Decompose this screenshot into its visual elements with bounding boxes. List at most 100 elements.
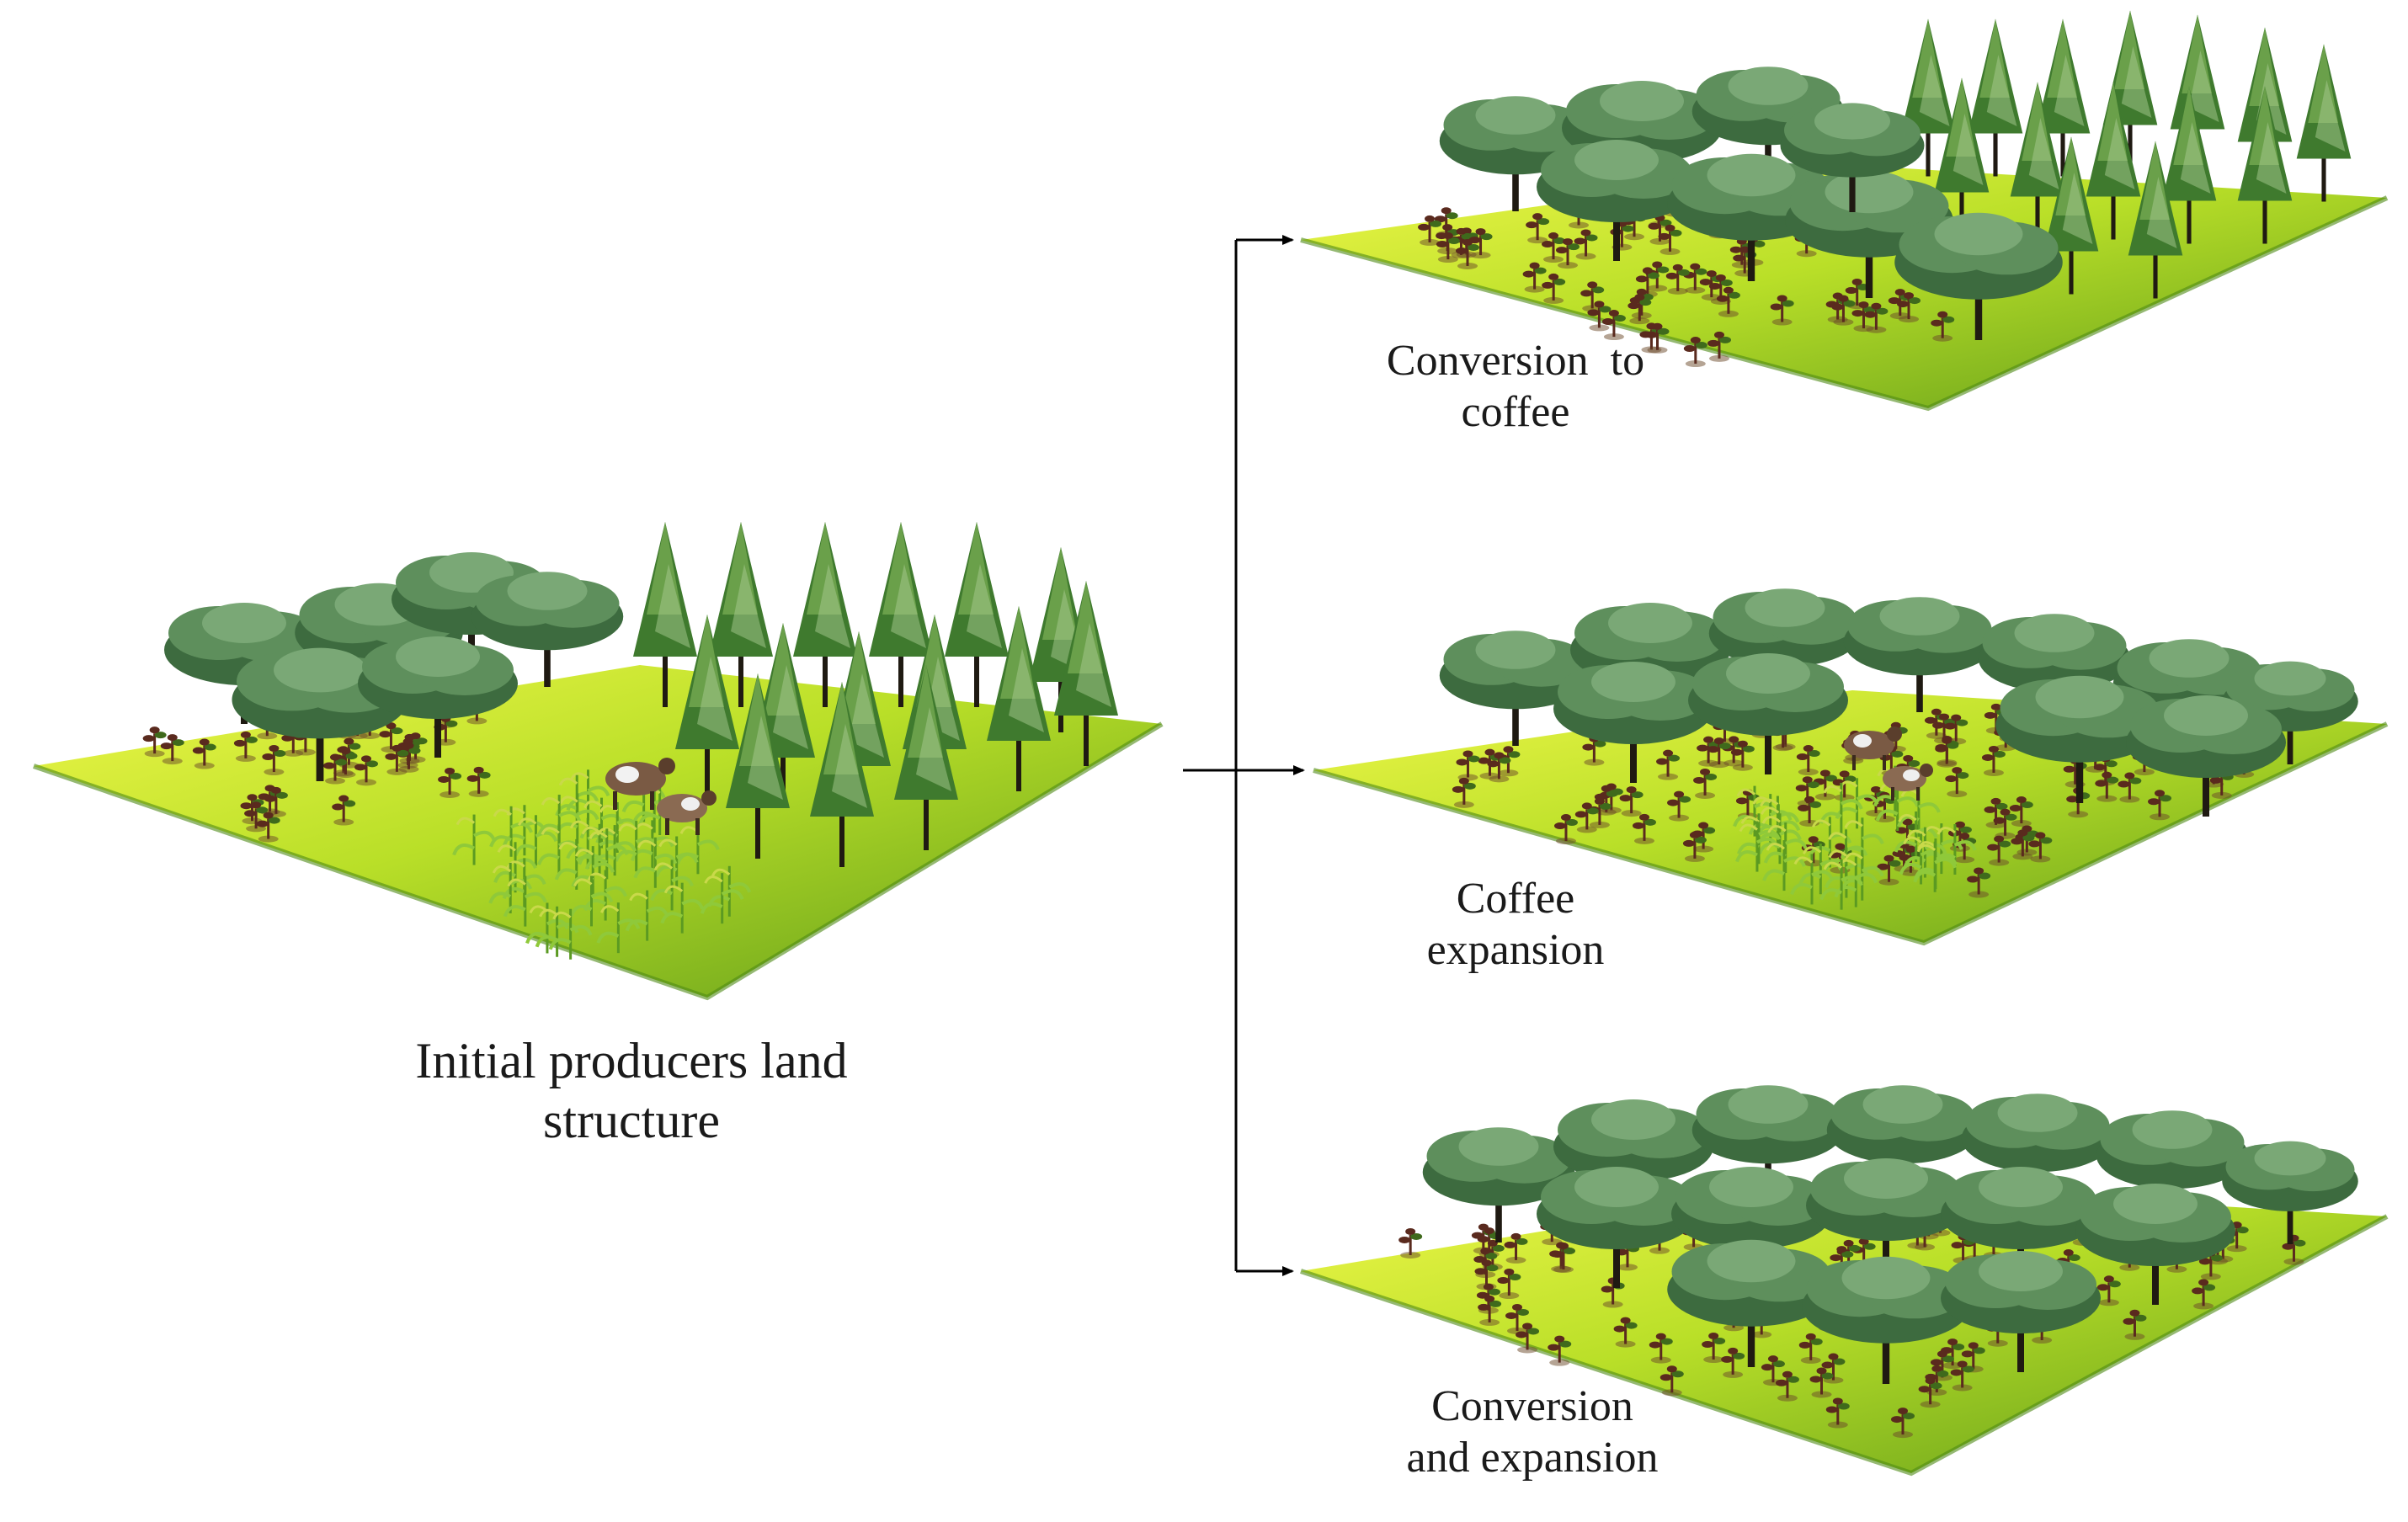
coffee-shrub-icon — [1890, 1408, 1915, 1439]
conversion-land-plot — [1300, 10, 2389, 412]
coffee-shrub-icon — [1574, 229, 1598, 260]
shade-tree-icon — [2222, 661, 2358, 764]
coffee-shrub-icon — [1930, 1350, 1954, 1381]
conifer-tree-icon — [709, 522, 773, 707]
conversion-conifer-forest — [1900, 10, 2352, 299]
coffee-shrub-icon — [1580, 281, 1605, 312]
shade-tree-icon — [2075, 1184, 2235, 1305]
maize-plant-icon — [1763, 822, 1808, 874]
conversion-caption: Conversion to coffee — [1313, 335, 1718, 439]
shade-tree-icon — [2222, 1141, 2358, 1244]
conversion-caption-line-1: Conversion to — [1386, 337, 1645, 385]
coffee-shrub-icon — [1455, 238, 1479, 269]
coffee-shrub-icon — [1656, 749, 1681, 780]
conifer-tree-icon — [633, 522, 697, 707]
coffee-shrub-icon — [1667, 790, 1691, 822]
maize-plant-icon — [1913, 841, 1958, 892]
coffee-shrub-icon — [1813, 769, 1837, 801]
initial-caption-line-2: structure — [543, 1092, 720, 1148]
coffee-shrub-icon — [256, 812, 280, 843]
shade-tree-icon — [1780, 103, 1925, 212]
coffee-shrub-icon — [1721, 1347, 1745, 1378]
maize-plant-icon — [1735, 821, 1779, 872]
coffee-shrub-icon — [2123, 1309, 2147, 1340]
shade-tree-icon — [1422, 1127, 1575, 1243]
coffee-shrub-icon — [1931, 311, 1955, 342]
shade-tree-icon — [358, 636, 518, 758]
coffee-shrub-icon — [323, 753, 348, 785]
initial-grass-edge — [33, 721, 1164, 1001]
maize-plant-icon — [488, 862, 533, 913]
initial-maize-field — [452, 769, 752, 960]
maize-plant-icon — [650, 859, 694, 911]
conifer-tree-icon — [1900, 19, 1956, 177]
shade-tree-icon — [1941, 1167, 2101, 1288]
conversion-expansion-shade-trees — [1422, 1085, 2358, 1384]
coffee-shrub-icon — [1601, 310, 1626, 341]
coffee-shrub-icon — [1897, 292, 1921, 323]
coffee-shrub-icon — [1548, 1335, 1572, 1366]
coffee-shrub-icon — [244, 801, 269, 833]
coffee-shrub-icon — [2095, 771, 2119, 802]
coffee-shrub-icon — [1716, 286, 1740, 317]
coffee-shrub-icon — [1628, 294, 1652, 325]
coffee-shrub-icon — [1541, 232, 1565, 263]
shade-tree-icon — [1961, 1094, 2114, 1209]
conifer-tree-icon — [1054, 581, 1118, 766]
coffee-shrub-icon — [1629, 288, 1654, 319]
coffee-shrub-icon — [1452, 777, 1476, 808]
coffee-shrub-icon — [466, 766, 491, 797]
coffee-shrub-icon — [233, 731, 258, 762]
coffee-shrub-icon — [1418, 215, 1442, 246]
maize-plant-icon — [633, 837, 678, 888]
shade-tree-icon — [1439, 631, 1592, 746]
coffee-shrub-icon — [1659, 1365, 1684, 1397]
shade-tree-icon — [2096, 1110, 2249, 1226]
maize-plant-icon — [625, 890, 669, 941]
coffee-shrub-icon — [438, 767, 462, 798]
conversion-expansion-caption-line-2: and expansion — [1406, 1434, 1659, 1482]
scenario-arrows — [1183, 235, 1305, 1276]
coffee-shrub-icon — [385, 744, 409, 775]
conifer-tree-icon — [2128, 141, 2183, 299]
coffee-shrub-icon — [1487, 752, 1511, 783]
maize-plant-icon — [660, 882, 705, 934]
shade-tree-icon — [1537, 140, 1697, 261]
expansion-land-plot — [1313, 588, 2389, 946]
coffee-shrub-icon — [1831, 295, 1856, 326]
conifer-tree-icon — [945, 522, 1009, 707]
coffee-shrub-icon — [2011, 829, 2035, 860]
coffee-shrub-icon — [1707, 737, 1731, 769]
conifer-tree-icon — [1934, 77, 1990, 236]
initial-land-caption: Initial producers land structure — [320, 1031, 943, 1151]
conversion-expansion-land-plot — [1300, 1085, 2389, 1477]
conversion-expansion-caption-line-1: Conversion — [1431, 1382, 1633, 1430]
conversion-expansion-caption: Conversion and expansion — [1313, 1381, 1751, 1484]
shade-tree-icon — [1667, 1239, 1835, 1367]
coffee-shrub-icon — [1707, 331, 1731, 362]
conifer-tree-icon — [2043, 136, 2099, 295]
maize-plant-icon — [569, 875, 614, 927]
coffee-shrub-icon — [1981, 745, 2006, 776]
coffee-shrub-icon — [1552, 1243, 1575, 1274]
coffee-shrub-icon — [1613, 1317, 1638, 1348]
conversion-caption-line-2: coffee — [1461, 388, 1570, 437]
shade-tree-icon — [1894, 212, 2063, 340]
maize-plant-icon — [514, 815, 558, 866]
shade-tree-icon — [1708, 588, 1862, 704]
coffee-shrub-icon — [1632, 813, 1656, 844]
coffee-shrub-icon — [1775, 1370, 1799, 1402]
shade-tree-icon — [1806, 1158, 1966, 1280]
expansion-caption-line-2: expansion — [1426, 926, 1605, 975]
coffee-shrub-icon — [1526, 213, 1550, 244]
coffee-shrub-icon — [1478, 1295, 1502, 1326]
conifer-tree-icon — [793, 522, 857, 707]
coffee-shrub-icon — [1658, 224, 1682, 255]
maize-plant-icon — [548, 908, 593, 960]
shade-tree-icon — [2126, 695, 2286, 817]
coffee-shrub-icon — [2148, 790, 2172, 821]
maize-plant-icon — [452, 814, 496, 865]
cow-icon — [1844, 726, 1933, 801]
coffee-shrub-icon — [1683, 337, 1707, 368]
